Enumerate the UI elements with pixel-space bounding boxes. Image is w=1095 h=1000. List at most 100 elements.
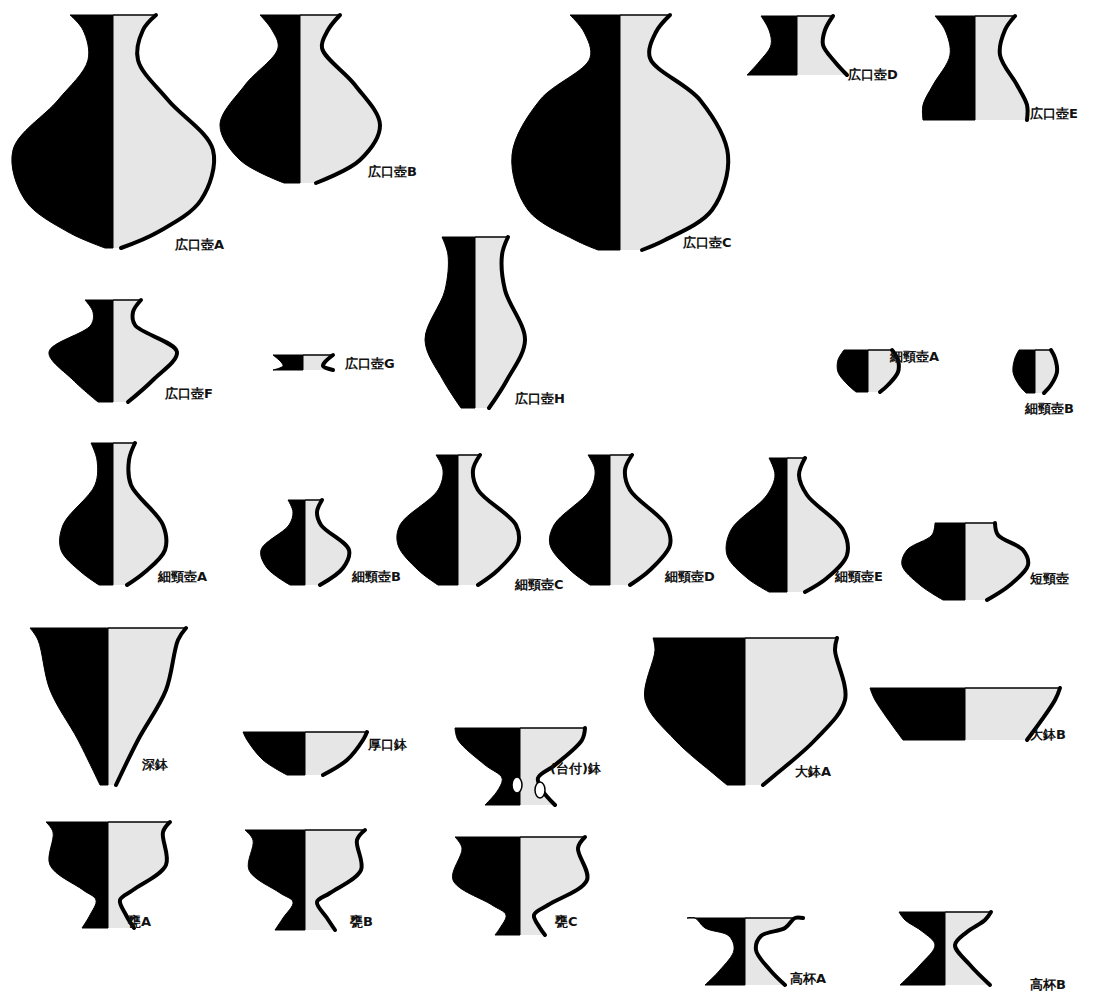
- rim-line: [745, 917, 803, 919]
- vessel-wall: [317, 500, 349, 585]
- vessel-wall: [116, 628, 186, 785]
- type-label: 細頸壺A: [890, 350, 939, 364]
- vessel-wall: [955, 912, 991, 985]
- rim-line: [300, 14, 340, 16]
- vessel-profile: [837, 350, 899, 392]
- vessel-section: [1013, 350, 1035, 393]
- vessel-section: [549, 455, 610, 585]
- vessel-wall: [534, 837, 588, 935]
- pedestal-hole: [535, 782, 545, 798]
- rim-line: [745, 637, 837, 639]
- rim-line: [113, 442, 135, 444]
- type-label: 短頸壺: [1030, 572, 1069, 586]
- type-label: 甕B: [350, 915, 373, 929]
- vessel-surface: [300, 15, 380, 183]
- type-label: 甕C: [555, 915, 578, 929]
- vessel-section: [60, 443, 113, 585]
- type-label: 厚口鉢: [368, 738, 407, 752]
- vessel-profile: [644, 638, 845, 785]
- rim-line: [620, 14, 670, 16]
- vessel-section: [245, 830, 305, 930]
- type-label: 細頸壺B: [1025, 402, 1074, 416]
- vessel-section: [726, 458, 787, 592]
- vessel-wall: [489, 237, 525, 408]
- type-label: 広口壺H: [515, 392, 565, 406]
- vessel-surface: [305, 732, 367, 775]
- vessel-section: [899, 912, 945, 985]
- vessel-surface: [965, 523, 1028, 600]
- vessel-profile: [1013, 350, 1057, 393]
- rim-line: [520, 836, 585, 838]
- vessel-profile: [220, 15, 380, 183]
- vessel-surface: [458, 455, 519, 585]
- vessel-section: [397, 455, 458, 585]
- type-label: 広口壺D: [848, 68, 898, 82]
- rim-line: [303, 354, 333, 356]
- type-label: 細頸壺B: [352, 570, 401, 584]
- vessel-section: [30, 628, 108, 785]
- vessel-wall: [1000, 16, 1028, 120]
- vessel-profile: [922, 16, 1027, 120]
- type-label: 大鉢B: [1030, 728, 1066, 742]
- rim-line: [113, 299, 141, 301]
- vessel-wall: [121, 15, 214, 248]
- rim-line: [475, 236, 508, 238]
- type-label: 大鉢A: [795, 765, 831, 779]
- vessel-section: [425, 237, 475, 408]
- vessel-profile: [243, 732, 367, 775]
- type-label: 広口壺G: [345, 357, 395, 371]
- vessel-surface: [113, 443, 166, 585]
- vessel-surface: [303, 355, 333, 370]
- rim-line: [108, 627, 186, 629]
- vessel-section: [220, 15, 300, 183]
- vessel-surface: [1035, 350, 1057, 393]
- vessel-wall: [642, 15, 728, 250]
- vessel-wall: [120, 822, 170, 928]
- rim-line: [787, 457, 805, 459]
- vessel-wall: [625, 455, 671, 585]
- vessel-profile: [245, 830, 365, 930]
- vessel-profile: [425, 237, 525, 408]
- vessel-section: [12, 15, 113, 248]
- type-label: 高杯A: [790, 972, 826, 986]
- type-label: 広口壺A: [175, 238, 224, 252]
- vessel-profile: [549, 455, 670, 585]
- rim-line: [975, 15, 1015, 17]
- vessel-section: [452, 837, 520, 935]
- vessel-profile: [273, 355, 333, 370]
- vessel-surface: [305, 500, 349, 585]
- rim-line: [305, 731, 367, 733]
- vessel-surface: [620, 15, 728, 250]
- vessel-wall: [823, 16, 847, 75]
- vessel-section: [747, 16, 797, 75]
- vessel-wall: [1044, 350, 1057, 393]
- vessel-section: [644, 638, 745, 785]
- rim-line: [1035, 349, 1051, 351]
- vessel-profile: [60, 443, 167, 585]
- type-label: 細頸壺C: [515, 578, 564, 592]
- type-label: 広口壺F: [165, 387, 213, 401]
- rim-line: [965, 687, 1060, 689]
- rim-line: [610, 454, 632, 456]
- vessel-section: [243, 732, 305, 775]
- vessel-profile: [726, 458, 848, 592]
- vessel-section: [687, 918, 745, 985]
- type-label: 細頸壺E: [835, 570, 883, 584]
- vessel-surface: [475, 237, 525, 408]
- vessel-profile: [902, 523, 1028, 600]
- vessel-surface: [108, 628, 186, 785]
- rim-line: [965, 522, 995, 524]
- vessel-wall: [316, 15, 380, 183]
- type-label: (台付)鉢: [550, 762, 601, 776]
- vessel-section: [870, 688, 965, 740]
- rim-line: [520, 727, 585, 729]
- vessel-section: [273, 355, 303, 370]
- rim-line: [305, 829, 365, 831]
- vessel-wall: [323, 732, 367, 775]
- vessel-surface: [975, 16, 1028, 120]
- type-label: 細頸壺D: [665, 570, 715, 584]
- vessel-profile: [687, 918, 803, 985]
- type-label: 高杯B: [1030, 978, 1066, 992]
